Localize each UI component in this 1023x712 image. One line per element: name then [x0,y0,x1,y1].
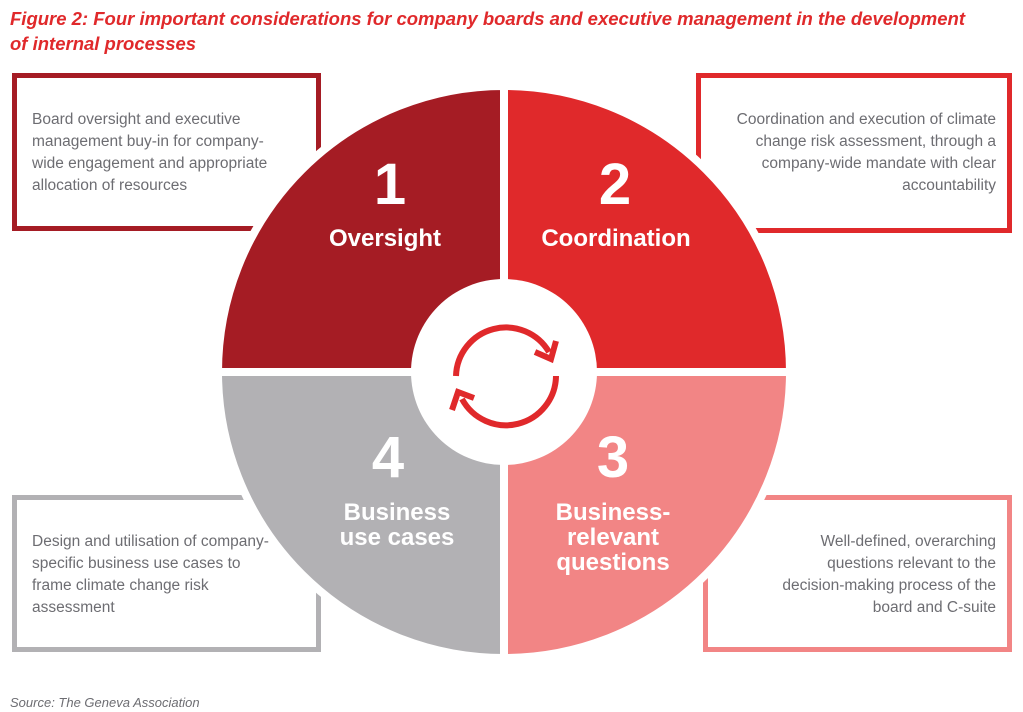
label-coordination: Coordination [541,225,691,252]
label-line: use cases [339,524,455,551]
quadrant-questions [500,368,795,663]
description-oversight: Board oversight and executive management… [32,111,268,194]
refresh-cycle-icon [449,324,559,429]
label-line: relevant [566,524,660,551]
label-oversight: Oversight [328,225,442,252]
source-note: Source: The Geneva Association [10,695,200,710]
description-questions: Well-defined, overarching questions rele… [782,533,996,616]
number-4: 4 [371,425,405,490]
label-questions: Business- relevant questions [503,500,723,575]
description-coordination: Coordination and execution of climate ch… [736,111,996,194]
box-coordination [696,73,1012,233]
label-use-cases: Business use cases [287,500,507,550]
label-line: Business- [555,499,671,526]
center-circle [411,279,597,465]
figure-title: Figure 2: Four important considerations … [10,8,965,54]
box-questions [703,495,1012,652]
number-3: 3 [596,425,630,490]
quadrant-coordination [500,81,795,376]
quadrant-use-cases [213,368,508,663]
quadrant-oversight [213,81,508,376]
number-1: 1 [373,152,407,217]
number-2: 2 [598,152,632,217]
label-line: questions [556,549,670,576]
description-use-cases: Design and utilisation of company-specif… [32,533,269,616]
label-line: Business [343,499,451,526]
